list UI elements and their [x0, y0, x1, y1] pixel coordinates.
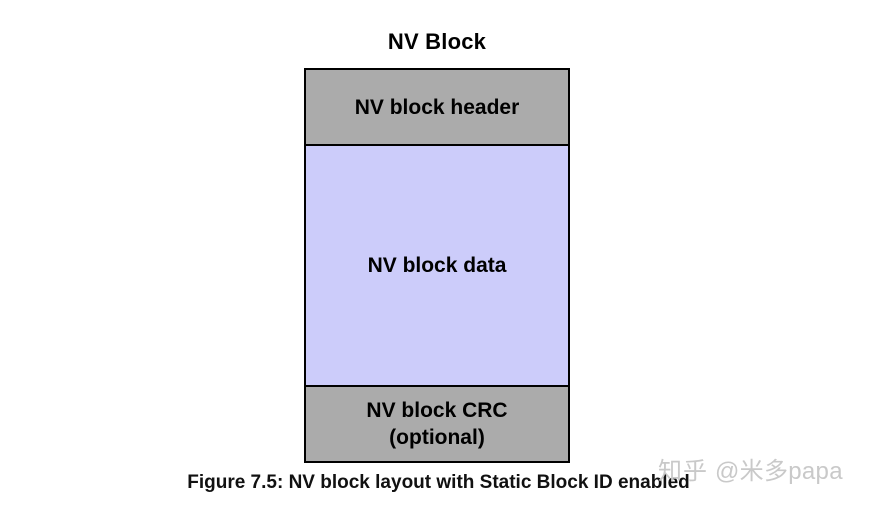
figure-caption: Figure 7.5: NV block layout with Static … [187, 472, 690, 493]
nv-block-crc-segment: NV block CRC (optional) [306, 387, 568, 461]
nv-block-data-label: NV block data [367, 254, 507, 277]
nv-block-crc-label: NV block CRC [366, 399, 508, 422]
nv-block-header-label: NV block header [354, 95, 520, 119]
nv-block-header-segment: NV block header [306, 70, 568, 146]
nv-block-stack: NV block header NV block data NV block C… [304, 68, 570, 463]
diagram-title: NV Block [387, 29, 487, 54]
nv-block-data-segment: NV block data [306, 146, 568, 387]
nv-block-crc-optional-label: (optional) [389, 426, 485, 449]
